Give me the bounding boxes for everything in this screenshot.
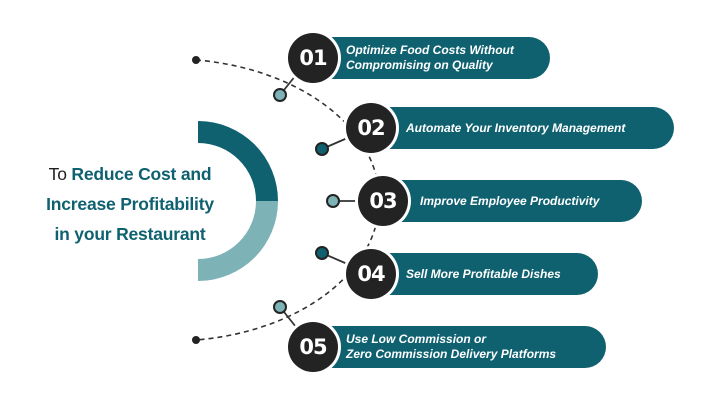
step-2-label-line-1: Automate Your Inventory Management xyxy=(406,120,626,135)
step-5-badge: 05 xyxy=(288,322,338,372)
step-5-label-line-1: Use Low Commission or xyxy=(346,332,487,346)
step-4-label-line-1: Sell More Profitable Dishes xyxy=(406,266,561,281)
step-3-badge: 03 xyxy=(358,176,408,226)
step-3-label: Improve Employee Productivity xyxy=(420,180,599,222)
step-2-label: Automate Your Inventory Management xyxy=(406,107,625,149)
arc-end-dot xyxy=(192,336,200,344)
step-1-label-line-1: Optimize Food Costs Without xyxy=(346,43,514,57)
arc-node-1 xyxy=(273,88,287,102)
arc-node-5 xyxy=(273,300,287,314)
step-1-pill xyxy=(308,37,550,79)
step-2-pill xyxy=(368,107,674,149)
step-4-badge: 04 xyxy=(346,249,396,299)
step-5-label: Use Low Commission or Zero Commission De… xyxy=(346,326,556,368)
step-5-label-line-2: Zero Commission Delivery Platforms xyxy=(346,347,557,361)
heading-line-1: To Reduce Cost and xyxy=(28,159,232,189)
arc-start-dot xyxy=(192,56,200,64)
step-3-pill xyxy=(380,180,642,222)
step-3-label-line-1: Improve Employee Productivity xyxy=(420,193,600,208)
step-1-label: Optimize Food Costs Without Compromising… xyxy=(346,37,514,79)
dashed-arc xyxy=(195,59,380,341)
half-ring-bottom xyxy=(198,201,278,281)
arc-node-4 xyxy=(315,246,329,260)
diagram-heading: To Reduce Cost and Increase Profitabilit… xyxy=(28,159,232,249)
step-5-pill xyxy=(308,326,606,368)
heading-line-3: in your Restaurant xyxy=(54,224,206,244)
heading-line-2: Increase Profitability xyxy=(46,194,214,214)
arc-node-3 xyxy=(326,194,340,208)
step-1-label-line-2: Compromising on Quality xyxy=(346,58,493,72)
step-4-label: Sell More Profitable Dishes xyxy=(406,253,561,295)
heading-line-1-plain: To xyxy=(48,164,67,184)
step-2-badge: 02 xyxy=(346,103,396,153)
heading-line-1-strong: Reduce Cost and xyxy=(71,164,212,184)
half-ring-top xyxy=(198,121,278,201)
step-4-pill xyxy=(368,253,598,295)
arc-node-2 xyxy=(315,142,329,156)
step-1-badge: 01 xyxy=(288,33,338,83)
